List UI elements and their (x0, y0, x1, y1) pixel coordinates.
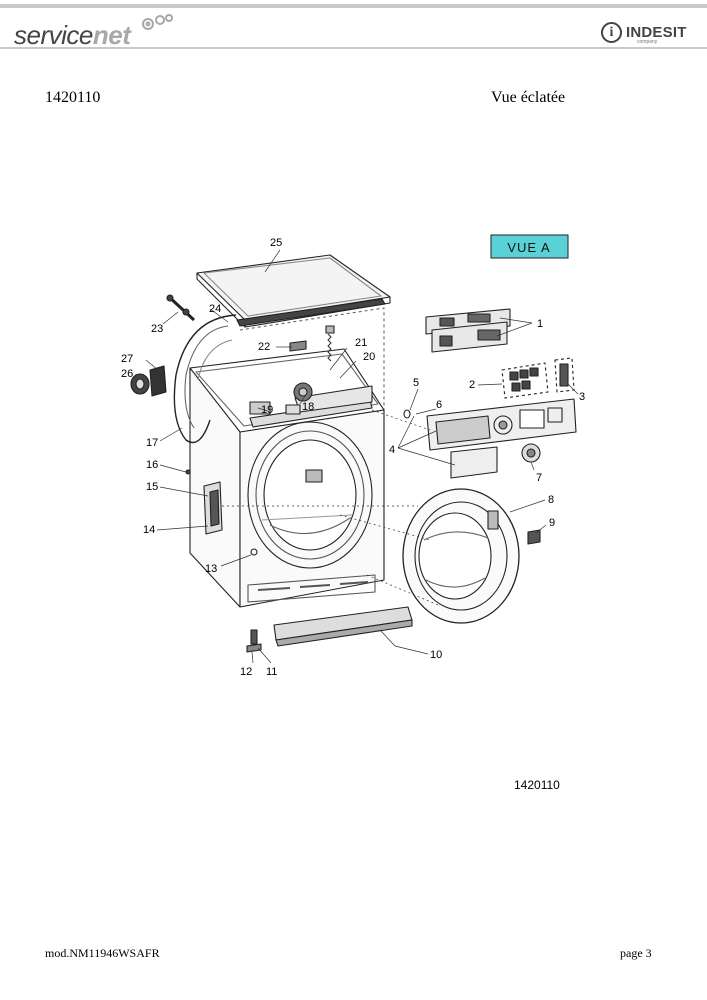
indesit-i-icon: i (601, 22, 622, 43)
part-labels: 1 2 3 4 5 6 7 8 9 10 11 12 13 14 15 16 1… (121, 237, 585, 678)
part-label-18: 18 (302, 401, 314, 413)
servicenet-logo-service: service (14, 20, 93, 50)
gears-icon (142, 14, 173, 30)
part-label-8: 8 (548, 494, 554, 506)
footer-model: mod.NM11946WSAFR (45, 946, 160, 960)
part-label-22: 22 (258, 341, 270, 353)
part-label-25: 25 (270, 237, 282, 249)
part-label-4: 4 (389, 444, 395, 456)
indesit-logo: i INDESIT company (601, 22, 687, 45)
part-label-12: 12 (240, 666, 252, 678)
servicenet-logo: servicenet (14, 20, 131, 51)
part-label-26: 26 (121, 368, 133, 380)
part-label-11: 11 (266, 666, 277, 678)
part-label-6: 6 (436, 399, 442, 411)
document-title: Vue éclatée (491, 89, 566, 106)
part-label-2: 2 (469, 379, 475, 391)
part-label-20: 20 (363, 351, 375, 363)
document-number: 1420110 (45, 89, 101, 106)
servicenet-logo-net: net (92, 20, 131, 50)
indesit-logo-subtext: company (637, 39, 658, 45)
view-a-label: VUE A (507, 240, 550, 255)
part-label-14: 14 (143, 524, 155, 536)
part-label-16: 16 (146, 459, 158, 471)
part-label-7: 7 (536, 472, 542, 484)
part-label-5: 5 (413, 377, 419, 389)
part-label-21: 21 (355, 337, 367, 349)
part-label-15: 15 (146, 481, 158, 493)
part-label-13: 13 (205, 563, 217, 575)
part-label-10: 10 (430, 649, 442, 661)
diagram-code: 1420110 (514, 778, 560, 792)
part-label-3: 3 (579, 391, 585, 403)
part-label-17: 17 (146, 437, 158, 449)
indesit-logo-text: INDESIT (626, 24, 687, 41)
view-a-badge (490, 234, 569, 259)
footer-page-number: page 3 (620, 946, 652, 960)
part-label-27: 27 (121, 353, 133, 365)
part-label-19: 19 (261, 404, 273, 416)
header-bottom-rule (0, 47, 707, 49)
header-top-rule (0, 4, 707, 8)
part-label-24: 24 (209, 303, 221, 315)
part-label-1: 1 (537, 318, 543, 330)
part-label-23: 23 (151, 323, 163, 335)
part-label-9: 9 (549, 517, 555, 529)
